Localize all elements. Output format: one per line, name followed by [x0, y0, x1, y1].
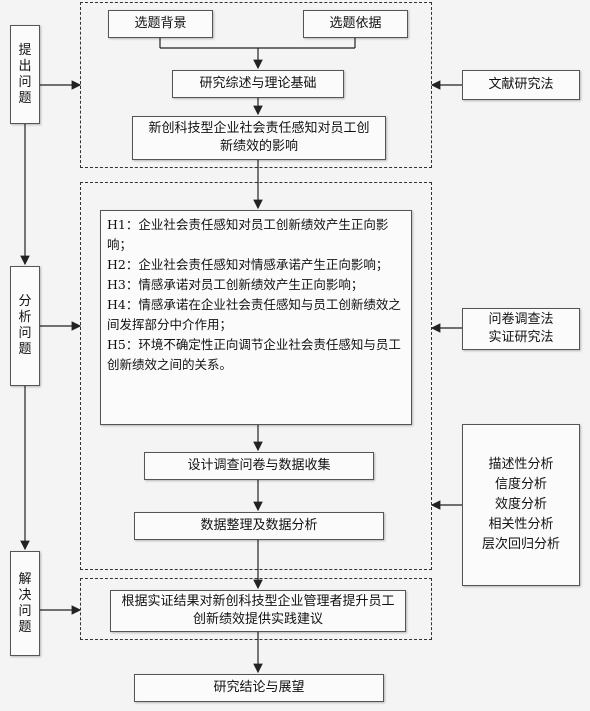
analysis-methods-box: 描述性分析 信度分析 效度分析 相关性分析 层次回归分析 [462, 424, 580, 586]
hypotheses-box: H1：企业社会责任感知对员工创新绩效产生正向影响； H2：企业社会责任感知对情感… [100, 210, 412, 425]
suggestion-label: 根据实证结果对新创科技型企业管理者提升员工创新绩效提供实践建议 [121, 594, 395, 627]
topic-box: 新创科技型企业社会责任感知对员工创新绩效的影响 [132, 116, 386, 160]
hypothesis-h5: H5：环境不确定性正向调节企业社会责任感知与员工创新绩效之间的关系。 [107, 337, 401, 372]
hypothesis-h2: H2：企业社会责任感知对情感承诺产生正向影响； [107, 257, 389, 272]
pose-group [80, 2, 432, 168]
stage-solve: 解决问题 [10, 551, 40, 656]
survey-box: 设计调查问卷与数据收集 [144, 452, 374, 480]
data-analysis-label: 数据整理及数据分析 [200, 518, 318, 533]
stage-analyze: 分析问题 [10, 266, 40, 386]
hypothesis-h4: H4：情感承诺在企业社会责任感知与员工创新绩效之间发挥部分中介作用； [107, 297, 401, 332]
basis-label: 选题依据 [329, 16, 382, 31]
background-label: 选题背景 [134, 16, 187, 31]
suggestion-box: 根据实证结果对新创科技型企业管理者提升员工创新绩效提供实践建议 [110, 590, 406, 632]
data-analysis-box: 数据整理及数据分析 [134, 512, 384, 540]
conclusion-label: 研究结论与展望 [213, 680, 305, 695]
solve-group [80, 578, 432, 640]
hypothesis-h1: H1：企业社会责任感知对员工创新绩效产生正向影响； [107, 217, 389, 252]
literature-method-label: 文献研究法 [488, 77, 554, 92]
correlation-analysis-label: 相关性分析 [488, 517, 554, 532]
literature-method-box: 文献研究法 [462, 70, 580, 100]
topic-label: 新创科技型企业社会责任感知对员工创新绩效的影响 [148, 121, 370, 154]
background-box: 选题背景 [108, 10, 213, 38]
basis-box: 选题依据 [303, 10, 408, 38]
questionnaire-method-box: 问卷调查法 实证研究法 [462, 308, 580, 350]
questionnaire-method-label: 问卷调查法 [488, 312, 554, 327]
validity-analysis-label: 效度分析 [494, 497, 547, 512]
review-box: 研究综述与理论基础 [172, 70, 344, 98]
hypothesis-h3: H3：情感承诺对员工创新绩效产生正向影响； [107, 277, 364, 292]
analyze-group [80, 182, 432, 570]
descriptive-analysis-label: 描述性分析 [488, 457, 554, 472]
stage-pose-label: 提出问题 [18, 42, 32, 106]
review-label: 研究综述与理论基础 [199, 76, 317, 91]
reliability-analysis-label: 信度分析 [494, 477, 547, 492]
regression-analysis-label: 层次回归分析 [481, 537, 560, 552]
conclusion-box: 研究结论与展望 [134, 674, 384, 702]
empirical-method-label: 实证研究法 [488, 330, 554, 345]
stage-analyze-label: 分析问题 [18, 294, 32, 357]
stage-pose: 提出问题 [10, 25, 40, 124]
survey-label: 设计调查问卷与数据收集 [187, 458, 331, 473]
stage-solve-label: 解决问题 [18, 571, 32, 635]
